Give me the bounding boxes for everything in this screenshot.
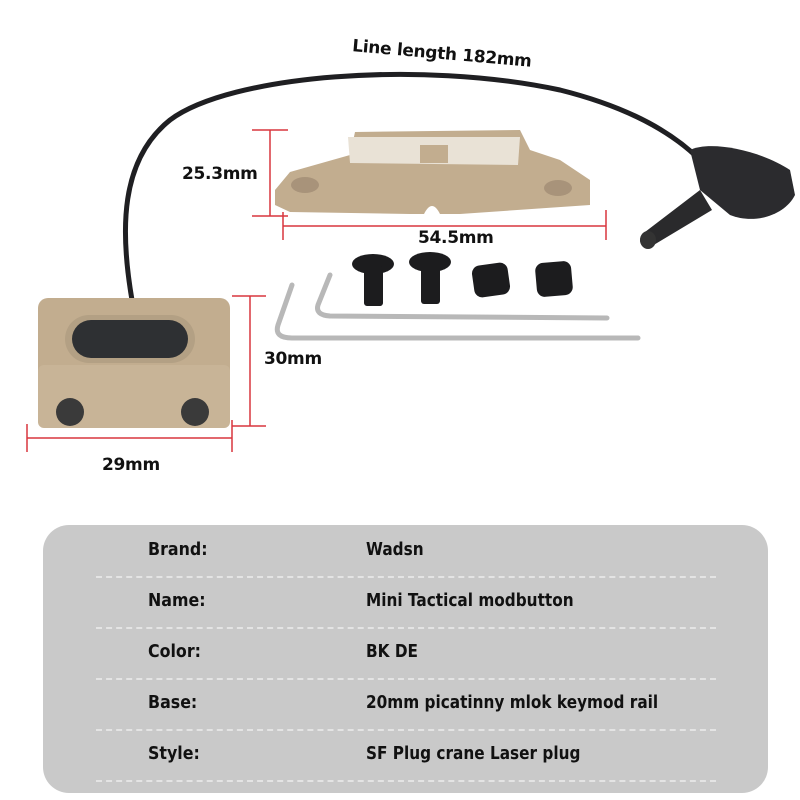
rail-mount [275, 130, 590, 214]
spec-label: Base: [148, 692, 198, 713]
mount-width-label: 54.5mm [418, 228, 494, 248]
product-illustration [26, 71, 795, 452]
screws [352, 252, 573, 306]
spec-value: Mini Tactical modbutton [366, 590, 574, 611]
spec-value: SF Plug crane Laser plug [366, 743, 581, 764]
spec-label: Name: [148, 590, 206, 611]
spec-value: BK DE [366, 641, 418, 662]
mount-height-label: 25.3mm [182, 164, 258, 184]
pressure-switch [38, 298, 230, 428]
plug-icon [640, 146, 795, 249]
cable [122, 71, 703, 303]
spec-row-base: Base: 20mm picatinny mlok keymod rail [96, 678, 716, 731]
hex-keys [274, 272, 641, 341]
spec-label: Brand: [148, 539, 208, 560]
spec-row-style: Style: SF Plug crane Laser plug [96, 729, 716, 782]
switch-width-label: 29mm [102, 455, 160, 475]
spec-row-brand: Brand: Wadsn [96, 525, 716, 578]
spec-row-color: Color: BK DE [96, 627, 716, 680]
spec-row-name: Name: Mini Tactical modbutton [96, 576, 716, 629]
spec-value: Wadsn [366, 539, 424, 560]
spec-panel: Brand: Wadsn Name: Mini Tactical modbutt… [43, 525, 768, 793]
spec-label: Style: [148, 743, 200, 764]
switch-height-label: 30mm [264, 349, 322, 369]
spec-value: 20mm picatinny mlok keymod rail [366, 692, 659, 713]
spec-label: Color: [148, 641, 201, 662]
dimension-lines [26, 129, 607, 452]
